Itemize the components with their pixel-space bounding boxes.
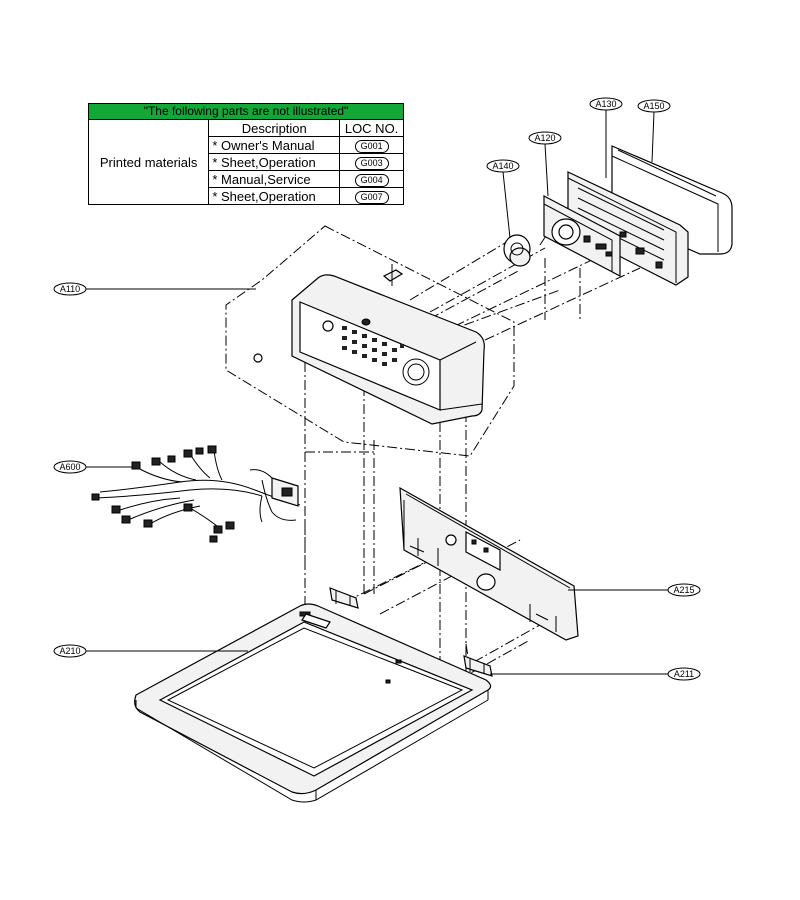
category-cell: Printed materials: [87, 119, 210, 205]
table-header: "The following parts are not illustrated…: [88, 103, 404, 120]
callout-a140: A140: [486, 159, 520, 239]
part-a210-top-cover: [134, 603, 492, 803]
part-a600-wire-harness: [91, 445, 301, 543]
table-row: * Sheet,Operation G003: [89, 153, 404, 171]
row-description: * Sheet,Operation: [208, 187, 341, 205]
callout-label: A150: [643, 101, 664, 111]
callout-a120: A120: [528, 131, 562, 197]
row-description: * Owner's Manual: [208, 136, 341, 154]
callout-label: A215: [673, 585, 694, 595]
callout-label: A600: [59, 462, 80, 472]
callout-a150: A150: [637, 99, 671, 163]
callout-a110: A110: [53, 282, 256, 296]
callout-label: A140: [492, 161, 513, 171]
part-a140-knob: [503, 234, 531, 267]
callout-a130: A130: [589, 97, 623, 178]
callout-label: A120: [534, 133, 555, 143]
callout-label: A211: [674, 669, 694, 679]
table-row: * Sheet,Operation G007: [89, 187, 404, 205]
callout-label: A110: [60, 284, 80, 294]
callout-a215: A215: [568, 583, 701, 597]
part-a120-bracket: [543, 195, 621, 277]
alignment-lines: [304, 195, 661, 691]
table-row: * Owner's Manual G001: [89, 136, 404, 154]
callout-label: A130: [595, 99, 616, 109]
callout-a210: A210: [53, 644, 248, 658]
part-a110-control-panel: [253, 274, 485, 425]
part-a211-hinge-clip: [329, 587, 493, 677]
part-a215-rear-plate: [399, 486, 579, 641]
row-loc: G001: [354, 140, 389, 153]
callout-a600: A600: [53, 460, 132, 474]
row-description: * Sheet,Operation: [208, 153, 341, 171]
connector-clip: [382, 264, 404, 286]
callout-a211: A211: [490, 667, 701, 681]
loc-column-header: LOC NO.: [339, 119, 404, 137]
callout-label: A210: [59, 646, 80, 656]
row-loc: G004: [354, 174, 389, 187]
row-loc: G007: [354, 191, 389, 204]
not-illustrated-parts-table: "The following parts are not illustrated…: [87, 103, 404, 205]
row-loc: G003: [354, 157, 389, 170]
